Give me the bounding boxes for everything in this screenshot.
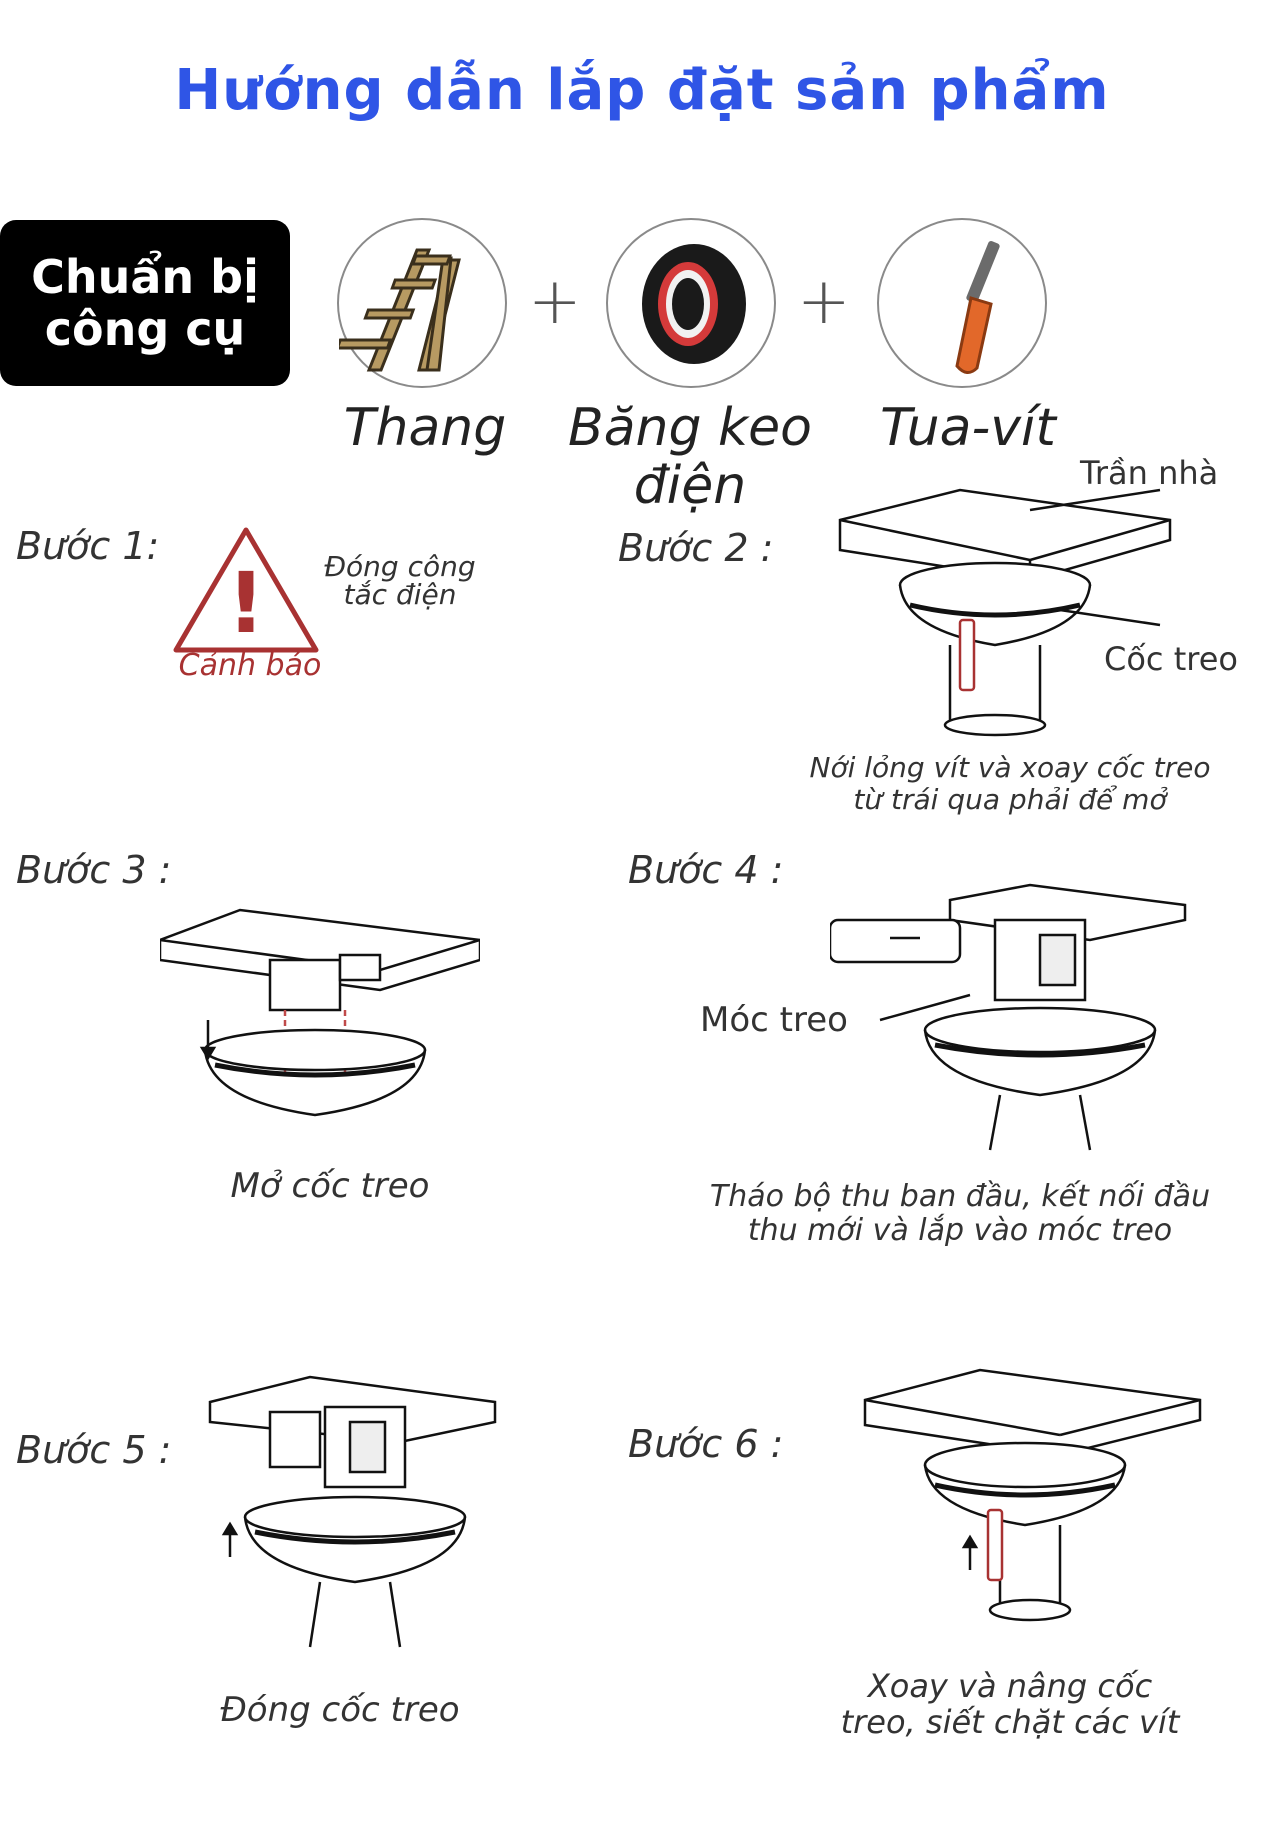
step-2-label: Bước 2 : [618,526,774,570]
tools-badge-line1: Chuẩn bị [31,250,259,304]
tool-label-screwdriver: Tua-vít [880,398,1056,458]
step-6-note-line1: Xoay và nâng cốc [867,1667,1153,1705]
tools-badge-line2: công cụ [44,302,246,356]
step-3-note: Mở cốc treo [230,1166,430,1206]
warning-triangle-icon: ! [166,520,326,660]
ceiling-label: Trần nhà [1080,454,1219,492]
step-1-note-line2: tắc điện [343,578,457,611]
plus-sign-1: + [528,265,582,339]
step-2-note-line2: từ trái qua phải để mở [853,783,1167,816]
step-4-note-line1: Tháo bộ thu ban đầu, kết nối đầu [709,1179,1211,1214]
step-2-note-line1: Nới lỏng vít và xoay cốc treo [809,751,1211,784]
step-6-label: Bước 6 : [628,1422,784,1466]
step-3-diagram [160,900,480,1140]
step-2-diagram [830,480,1190,750]
warning-exclamation: ! [227,554,265,652]
step-4-note-line2: thu mới và lắp vào móc treo [747,1213,1173,1248]
step-1-label: Bước 1: [16,524,160,568]
step-6-note-line2: treo, siết chặt các vít [840,1703,1180,1741]
screwdriver-icon [877,218,1047,388]
step-1-note-line1: Đóng công [324,550,476,583]
tool-label-tape-line2: điện [633,456,747,516]
plus-sign-2: + [797,265,851,339]
step-5-diagram [200,1372,510,1652]
tools-badge: Chuẩn bị công cụ [0,220,290,386]
tool-label-ladder: Thang [343,398,507,458]
step-6-diagram [860,1360,1210,1630]
step-4-label: Bước 4 : [628,848,784,892]
step-5-note: Đóng cốc treo [220,1690,460,1730]
hook-label: Móc treo [700,1000,848,1040]
warning-label: Cảnh báo [178,648,322,683]
cup-label: Cốc treo [1104,640,1238,678]
ladder-icon [337,218,507,388]
page-title: Hướng dẫn lắp đặt sản phẩm [174,58,1110,123]
step-4-diagram [830,880,1190,1160]
electrical-tape-icon [606,218,776,388]
step-5-label: Bước 5 : [16,1428,172,1472]
step-3-label: Bước 3 : [16,848,172,892]
tool-label-tape-line1: Băng keo [568,398,812,458]
